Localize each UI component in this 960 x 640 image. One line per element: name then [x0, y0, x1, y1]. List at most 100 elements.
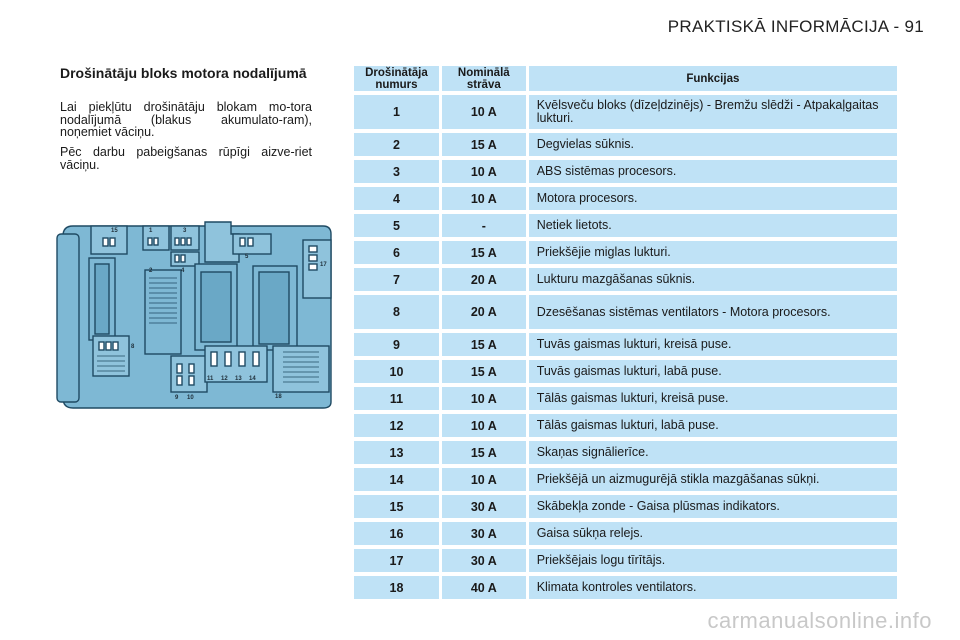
- fuse-number-cell: 6: [354, 241, 439, 264]
- diagram-label: 2: [149, 268, 153, 274]
- fuse-rating-cell: 10 A: [441, 414, 526, 437]
- fuse-number-cell: 5: [354, 214, 439, 237]
- diagram-label: 8: [131, 344, 135, 350]
- diagram-label: 12: [221, 376, 228, 382]
- relay-slot: [144, 269, 182, 355]
- fuse-rating-cell: 10 A: [441, 387, 526, 410]
- fuse-function-cell: Priekšējais logu tīrītājs.: [528, 549, 897, 572]
- fuse-rating-cell: -: [441, 214, 526, 237]
- watermark: carmanualsonline.info: [707, 608, 932, 633]
- fuse-number-cell: 3: [354, 160, 439, 183]
- fuse-number-cell: 17: [354, 549, 439, 572]
- fuse-rating-cell: 15 A: [441, 360, 526, 383]
- fuse-rating-cell: 30 A: [441, 495, 526, 518]
- fuse-rating-cell: 15 A: [441, 241, 526, 264]
- fuse-box-left-block: [56, 233, 80, 403]
- fuse-rating-cell: 30 A: [441, 549, 526, 572]
- fuse-function-cell: Kvēlsveču bloks (dīzeļdzinējs) - Bremžu …: [528, 95, 897, 129]
- fuse-number-cell: 1: [354, 95, 439, 129]
- fuse-number-cell: 8: [354, 295, 439, 329]
- page-header: PRAKTISKĀ INFORMĀCIJA - 91: [667, 17, 924, 36]
- fuse-function-cell: Tuvās gaismas lukturi, labā puse.: [528, 360, 897, 383]
- diagram-label: 9: [175, 395, 179, 401]
- column-header-number: Drošinātāja numurs: [354, 66, 439, 91]
- diagram-label: 11: [207, 376, 214, 382]
- diagram-label: 15: [111, 228, 118, 234]
- fuse-function-cell: Motora procesors.: [528, 187, 897, 210]
- diagram-label: 3: [183, 228, 187, 234]
- diagram-label: 5: [245, 254, 249, 260]
- fuse-rating-cell: 10 A: [441, 187, 526, 210]
- diagram-label: 10: [187, 395, 194, 401]
- fuse-rating-cell: 20 A: [441, 295, 526, 329]
- fuse-function-cell: Tālās gaismas lukturi, labā puse.: [528, 414, 897, 437]
- fuse-function-cell: Gaisa sūkņa relejs.: [528, 522, 897, 545]
- fuse-function-cell: Dzesēšanas sistēmas ventilators - Motora…: [528, 295, 897, 329]
- diagram-label: 1: [149, 228, 153, 234]
- fuse-number-cell: 16: [354, 522, 439, 545]
- table-row: 5-Netiek lietots.: [354, 214, 897, 237]
- panel-fuse-15: [90, 225, 128, 255]
- table-header-row: Drošinātāja numurs Nominālā strāva Funkc…: [354, 66, 897, 91]
- fuse-function-cell: ABS sistēmas procesors.: [528, 160, 897, 183]
- fuse-number-cell: 12: [354, 414, 439, 437]
- diagram-label: 18: [275, 394, 282, 400]
- fuse-number-cell: 9: [354, 333, 439, 356]
- intro-paragraph-closing: Pēc darbu pabeigšanas rūpīgi aizve-riet …: [60, 145, 312, 172]
- fuse-rating-cell: 15 A: [441, 133, 526, 156]
- diagram-label: 13: [235, 376, 242, 382]
- fuse-rating-cell: 30 A: [441, 522, 526, 545]
- diagram-label: 14: [249, 376, 256, 382]
- fuse-rating-cell: 10 A: [441, 160, 526, 183]
- fuse-box-diagram: 15 1 3 2 4 5 17 8 9 10 11 12 13 14 18: [56, 221, 332, 409]
- fuse-function-cell: Tuvās gaismas lukturi, kreisā puse.: [528, 333, 897, 356]
- fuse-function-cell: Netiek lietots.: [528, 214, 897, 237]
- fuse-number-cell: 10: [354, 360, 439, 383]
- fuse-rating-cell: 15 A: [441, 441, 526, 464]
- panel-fuse-9-10: [170, 355, 208, 393]
- fuse-rating-cell: 10 A: [441, 468, 526, 491]
- fuse-number-cell: 13: [354, 441, 439, 464]
- section-title: Drošinātāju bloks motora nodalījumā: [60, 65, 307, 81]
- fuse-number-cell: 14: [354, 468, 439, 491]
- fuse-function-cell: Tālās gaismas lukturi, kreisā puse.: [528, 387, 897, 410]
- fuse-number-cell: 2: [354, 133, 439, 156]
- fuse-function-cell: Priekšējā un aizmugurējā stikla mazgāšan…: [528, 468, 897, 491]
- fuse-function-cell: Priekšējie miglas lukturi.: [528, 241, 897, 264]
- intro-paragraph: Lai piekļūtu drošinātāju blokam mo-tora …: [60, 100, 312, 139]
- fuse-number-cell: 15: [354, 495, 439, 518]
- fuse-rating-cell: 40 A: [441, 576, 526, 599]
- diagram-label: 4: [181, 268, 185, 274]
- fuse-function-cell: Degvielas sūknis.: [528, 133, 897, 156]
- column-header-rating: Nominālā strāva: [441, 66, 526, 91]
- fuse-function-cell: Skaņas signālierīce.: [528, 441, 897, 464]
- fuse-rating-cell: 15 A: [441, 333, 526, 356]
- fuse-number-cell: 7: [354, 268, 439, 291]
- fuse-number-cell: 11: [354, 387, 439, 410]
- fuse-rating-cell: 20 A: [441, 268, 526, 291]
- fuse-number-cell: 4: [354, 187, 439, 210]
- fuse-function-cell: Klimata kontroles ventilators.: [528, 576, 897, 599]
- fuse-rating-cell: 10 A: [441, 95, 526, 129]
- column-header-function: Funkcijas: [528, 66, 897, 91]
- fuse-function-cell: Skābekļa zonde - Gaisa plūsmas indikator…: [528, 495, 897, 518]
- panel-fuse-18: [272, 345, 330, 393]
- fuse-function-cell: Lukturu mazgāšanas sūknis.: [528, 268, 897, 291]
- fuse-number-cell: 18: [354, 576, 439, 599]
- fuse-table: Drošinātāja numurs Nominālā strāva Funkc…: [351, 62, 900, 603]
